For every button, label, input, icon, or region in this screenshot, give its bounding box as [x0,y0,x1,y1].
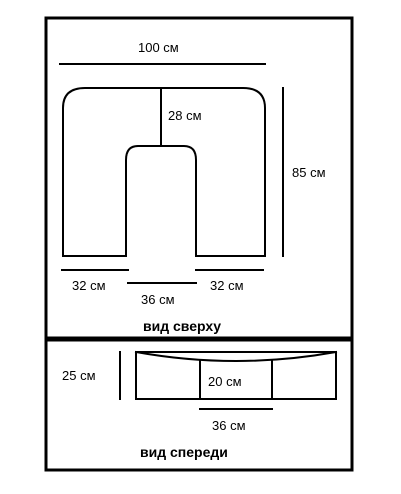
front-view-caption: вид спереди [140,444,228,460]
front-view-frame [44,338,354,472]
front-curved-top [134,350,338,362]
right-arm-width-label: 32 см [210,278,244,293]
total-depth-label: 85 см [292,165,326,180]
top-view-frame [44,16,354,340]
front-outline [135,351,337,400]
inner-depth-label: 28 см [168,108,202,123]
total-width-label: 100 см [138,40,179,55]
inner-width-label: 36 см [212,418,246,433]
top-view-caption: вид сверху [143,318,221,334]
left-arm-width-label: 32 см [72,278,106,293]
height-label: 25 см [62,368,96,383]
top-view-panel: 100 см 28 см 85 см 32 см 36 см 32 см вид… [44,16,354,340]
front-view-panel: 20 см 25 см 36 см вид спереди [44,338,354,472]
u-pillow-outline [62,87,266,257]
inner-height-label: 20 см [208,374,242,389]
gap-width-label: 36 см [141,292,175,307]
